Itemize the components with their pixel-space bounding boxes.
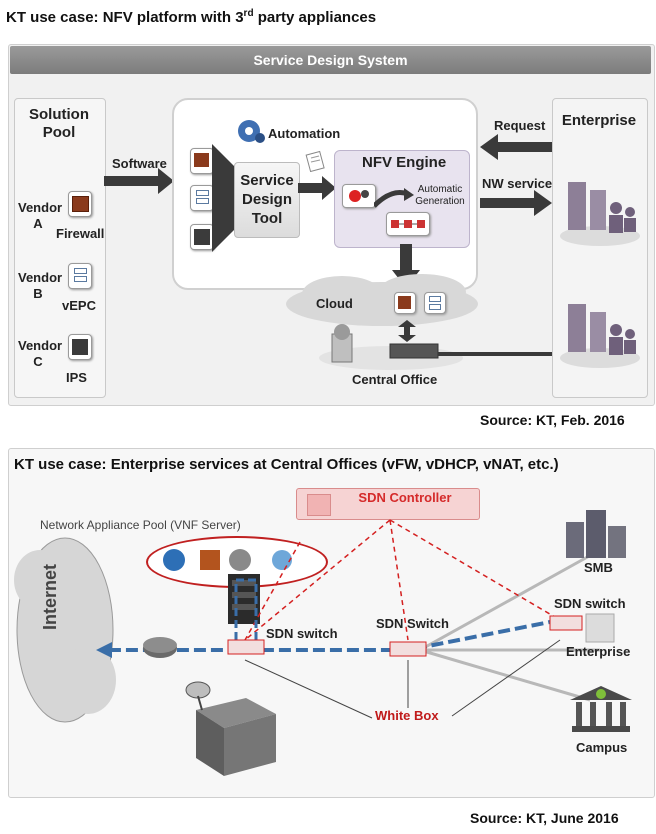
smb-building-icon xyxy=(566,510,626,558)
sdn-switch-right-icon xyxy=(549,615,583,631)
sdn-switch-mid-label: SDN Switch xyxy=(376,616,449,631)
firewall-icon xyxy=(68,191,92,217)
enterprise-users-icon-top xyxy=(560,182,640,246)
enterprise-building-icon xyxy=(585,613,615,643)
central-office-platform xyxy=(319,324,463,370)
sdn-controller-box: SDN Controller xyxy=(296,488,480,520)
request-label: Request xyxy=(494,118,546,133)
service-design-tool-box: Service Design Tool xyxy=(234,162,300,238)
campus-building-icon xyxy=(570,686,632,732)
software-arrow xyxy=(104,168,174,194)
internet-cloud xyxy=(14,537,116,723)
cloud-label: Cloud xyxy=(316,296,353,311)
sdn-switch-right-label: SDN switch xyxy=(554,596,626,611)
ips-template-icon xyxy=(190,224,214,250)
ips-label: IPS xyxy=(66,370,87,385)
top-title: KT use case: NFV platform with 3rd party… xyxy=(6,8,377,26)
request-arrow xyxy=(480,134,552,160)
engine-gears-icon xyxy=(342,184,376,208)
top-source: Source: KT, Feb. 2016 xyxy=(480,412,625,428)
ips-device-icon xyxy=(68,334,92,360)
vepc-template-icon xyxy=(190,185,214,211)
white-box-label: White Box xyxy=(375,708,439,723)
funnel-shape xyxy=(212,144,234,252)
vepc-server-icon xyxy=(68,263,92,289)
appliance-pool-label: Network Appliance Pool (VNF Server) xyxy=(40,518,241,532)
vendor-a-label: Vendor A xyxy=(18,200,63,231)
vendor-c-label: Vendor C xyxy=(18,338,63,369)
automation-gear-icon xyxy=(238,120,265,143)
engine-arrow xyxy=(374,188,414,208)
vepc-label: vEPC xyxy=(62,298,96,313)
bidirectional-arrow xyxy=(398,320,416,342)
smb-label: SMB xyxy=(584,560,613,575)
software-label: Software xyxy=(112,156,167,171)
nw-service-label: NW service xyxy=(482,176,553,191)
firewall-template-icon xyxy=(190,148,214,174)
campus-label: Campus xyxy=(576,740,628,755)
enterprise-label-bottom: Enterprise xyxy=(566,644,631,659)
router-icon xyxy=(143,637,177,658)
service-design-system-band: Service Design System xyxy=(10,46,651,74)
service-chain-icon xyxy=(386,212,430,236)
central-office-enterprise-link xyxy=(438,352,558,356)
firewall-label: Firewall xyxy=(56,226,105,241)
nfv-engine-label: NFV Engine xyxy=(362,154,447,171)
sdn-switch-left-icon xyxy=(227,639,265,655)
vendor-b-label: Vendor B xyxy=(18,270,63,301)
enterprise-users-icon-bottom xyxy=(560,304,640,368)
automatic-generation-label: Automatic Generation xyxy=(415,184,465,207)
bottom-source: Source: KT, June 2016 xyxy=(470,810,619,826)
sdn-switch-left-label: SDN switch xyxy=(266,626,338,641)
central-office-label: Central Office xyxy=(352,372,438,387)
cloud-server-icon xyxy=(424,292,446,314)
vnf-icons xyxy=(163,549,292,571)
cloud-firewall-icon xyxy=(394,292,416,314)
bottom-title: KT use case: Enterprise services at Cent… xyxy=(14,456,559,473)
enterprise-title: Enterprise xyxy=(561,112,637,129)
document-icon xyxy=(305,150,325,172)
tool-to-engine-arrow xyxy=(298,176,336,200)
sdn-switch-mid-icon xyxy=(389,641,427,657)
solution-pool-title: Solution Pool xyxy=(29,106,89,141)
nw-service-arrow xyxy=(480,190,552,216)
automation-label: Automation xyxy=(268,126,341,141)
central-office-building-icon xyxy=(185,681,276,776)
